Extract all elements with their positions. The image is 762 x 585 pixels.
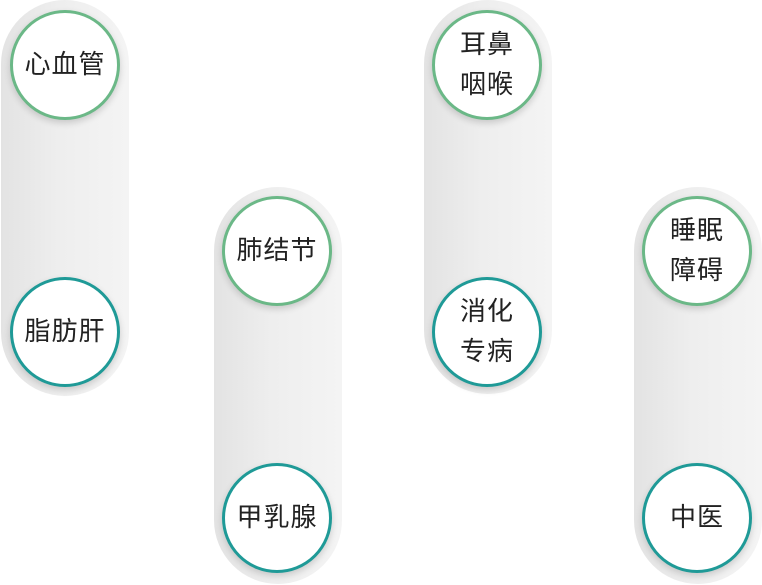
- node-label: 心血管: [24, 50, 106, 80]
- node-label: 甲乳腺: [236, 503, 318, 533]
- node-label: 中医: [669, 503, 724, 533]
- node-label: 肺结节: [236, 236, 318, 266]
- node-cardiovascular[interactable]: 心血管: [10, 10, 120, 120]
- node-fatty-liver[interactable]: 脂肪肝: [10, 277, 120, 387]
- node-thyroid-breast[interactable]: 甲乳腺: [222, 463, 332, 573]
- node-sleep-disorder[interactable]: 睡眠 障碍: [642, 196, 752, 306]
- node-digestive[interactable]: 消化 专病: [432, 277, 542, 387]
- node-label: 脂肪肝: [24, 317, 106, 347]
- node-label: 耳鼻 咽喉: [459, 30, 514, 100]
- node-label: 消化 专病: [459, 297, 514, 367]
- node-ent[interactable]: 耳鼻 咽喉: [432, 10, 542, 120]
- node-label: 睡眠 障碍: [669, 216, 724, 286]
- node-tcm[interactable]: 中医: [642, 463, 752, 573]
- node-lung-nodule[interactable]: 肺结节: [222, 196, 332, 306]
